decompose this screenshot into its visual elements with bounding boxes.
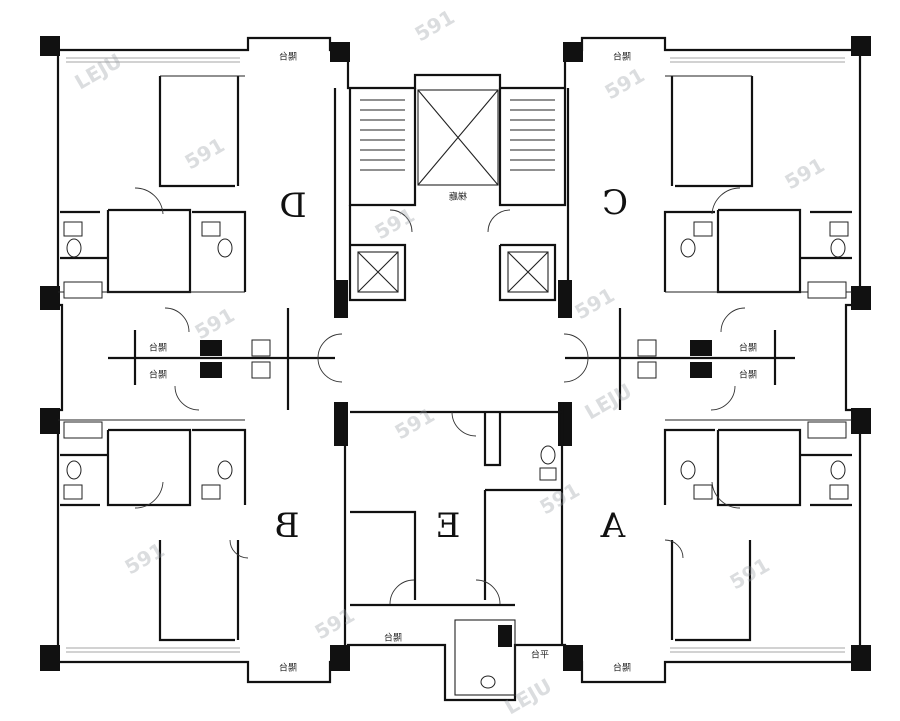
- unit-label-a: A: [600, 506, 626, 546]
- watermarks: 591 LEJU 591 591 591 591 591 591 591 591…: [71, 5, 829, 720]
- balcony-label: 陽台: [149, 342, 167, 354]
- unit-label-c: C: [602, 183, 628, 223]
- platform-label: 平台: [531, 649, 549, 661]
- door-swings: [134, 187, 746, 605]
- watermark-brand: 591: [781, 153, 829, 195]
- unit-label-d: D: [279, 186, 306, 226]
- watermark-brand: 591: [191, 303, 239, 345]
- watermark-sub: LEJU: [581, 378, 636, 424]
- balcony-label: 陽台: [279, 662, 297, 674]
- unit-label-b: B: [275, 506, 300, 546]
- hall-label: 梯廳: [449, 191, 467, 203]
- unit-c-walls: [566, 57, 852, 294]
- balcony-label: 陽台: [279, 51, 297, 63]
- watermark-brand: 591: [121, 538, 169, 580]
- balcony-label: 陽台: [739, 369, 757, 381]
- room-labels: 陽台 陽台 陽台 陽台 陽台 陽台 陽台 陽台 陽台 梯廳 平台: [149, 51, 757, 674]
- balcony-label: 陽台: [149, 369, 167, 381]
- core-walls: [348, 88, 567, 696]
- watermark-brand: 591: [601, 63, 649, 105]
- watermark-brand: 591: [571, 283, 619, 325]
- watermark-brand: 591: [391, 403, 439, 445]
- unit-labels: D C B A E: [275, 183, 629, 546]
- watermark-brand: 591: [371, 203, 419, 245]
- watermark-brand: 591: [311, 603, 359, 645]
- watermark-brand: 591: [411, 5, 459, 47]
- balcony-label: 陽台: [613, 51, 631, 63]
- watermark-sub: LEJU: [501, 673, 556, 719]
- balcony-label: 陽台: [613, 662, 631, 674]
- unit-label-e: E: [436, 506, 461, 546]
- unit-a-walls: [560, 402, 852, 653]
- unit-d-walls: [58, 57, 337, 294]
- watermark-brand: 591: [536, 478, 584, 520]
- watermark-brand: 591: [181, 133, 229, 175]
- balcony-label: 陽台: [739, 342, 757, 354]
- watermark-sub: LEJU: [71, 48, 126, 94]
- bathroom-fixtures: [63, 221, 849, 689]
- balcony-label: 陽台: [384, 632, 402, 644]
- corridor-partitions: [108, 308, 795, 410]
- unit-b-walls: [58, 402, 347, 653]
- kitchen-stoves: [200, 339, 712, 647]
